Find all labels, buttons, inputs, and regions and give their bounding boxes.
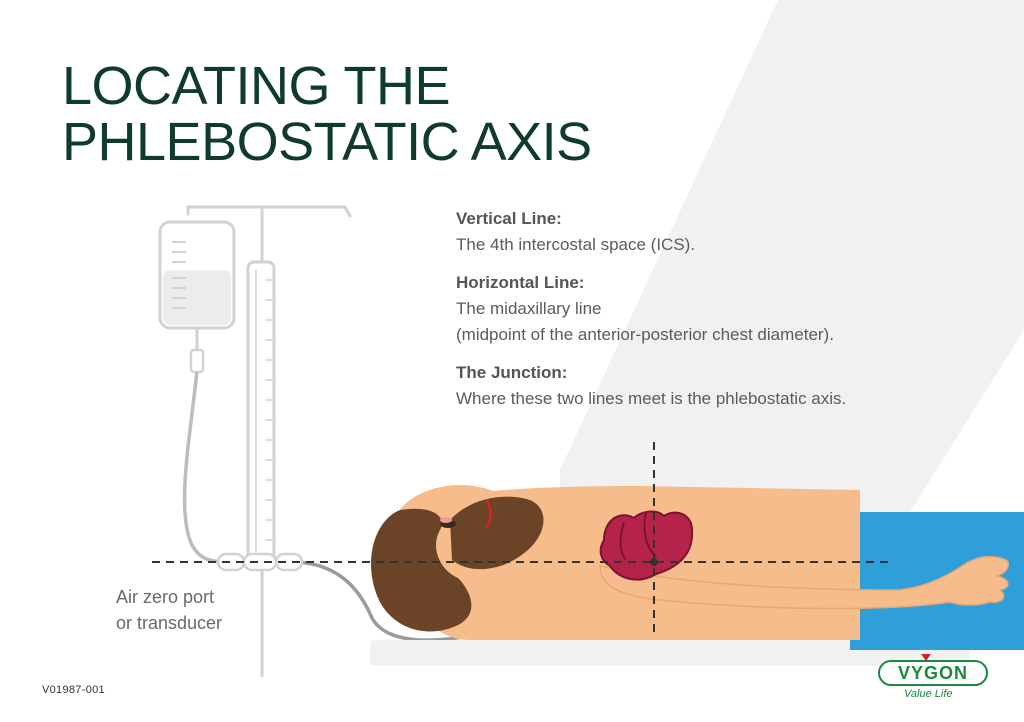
junction-block: The Junction: Where these two lines meet… [456, 360, 926, 412]
title-line-2: PHLEBOSTATIC AXIS [62, 112, 592, 172]
document-code: V01987-001 [42, 684, 105, 696]
page-title: LOCATING THE PHLEBOSTATIC AXIS [62, 58, 592, 170]
iv-bag-icon [158, 220, 236, 374]
heart-icon [599, 510, 694, 581]
air-zero-port-label: Air zero port or transducer [116, 584, 222, 636]
bed [370, 640, 970, 666]
vertical-line-text: The 4th intercostal space (ICS). [456, 235, 696, 254]
heart-vessels [619, 511, 657, 561]
junction-text: Where these two lines meet is the phlebo… [456, 389, 847, 408]
port-label-line-2: or transducer [116, 613, 223, 633]
transducer-icon [216, 552, 304, 572]
title-line-1: LOCATING THE [62, 56, 451, 116]
vygon-logo: VYGON Value Life [878, 654, 988, 706]
horizontal-line-block: Horizontal Line: The midaxillary line (m… [456, 270, 926, 348]
junction-heading: The Junction: [456, 363, 568, 382]
logo-wordmark: VYGON [878, 660, 988, 686]
background-band [560, 0, 1024, 520]
logo-mark-icon [921, 654, 931, 661]
logo-tagline: Value Life [904, 688, 953, 700]
phlebostatic-axis-point [650, 558, 658, 566]
iv-pole-icon [186, 205, 352, 678]
vertical-line-heading: Vertical Line: [456, 209, 562, 228]
horizontal-line-text-1: The midaxillary line [456, 299, 602, 318]
vertical-line-block: Vertical Line: The 4th intercostal space… [456, 206, 926, 258]
horizontal-line-text-2: (midpoint of the anterior-posterior ches… [456, 325, 834, 344]
info-panel: Vertical Line: The 4th intercostal space… [456, 206, 926, 424]
iv-tubing [182, 371, 229, 564]
horizontal-line-heading: Horizontal Line: [456, 273, 585, 292]
port-label-line-1: Air zero port [116, 587, 215, 607]
